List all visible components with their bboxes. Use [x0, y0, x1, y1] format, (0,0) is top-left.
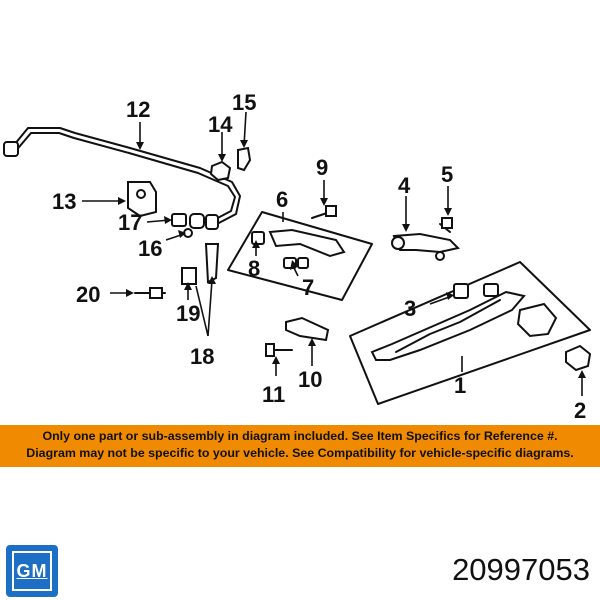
callout-12: 12 [126, 97, 150, 122]
callout-14: 14 [208, 112, 233, 137]
callout-17: 17 [118, 210, 142, 235]
bushing-17 [171, 213, 205, 238]
bolt-15 [237, 146, 252, 172]
part-number: 20997053 [452, 552, 590, 587]
bushing-2 [565, 344, 592, 372]
gm-logo-text: GM [16, 560, 48, 581]
disclaimer-line-1: Only one part or sub-assembly in diagram… [42, 429, 558, 443]
bolt-9 [311, 205, 337, 219]
bolt-20 [134, 287, 166, 299]
bracket-13 [127, 181, 157, 218]
callout-11: 11 [262, 382, 285, 407]
callout-13: 13 [52, 189, 76, 214]
stabilizer-bar [3, 127, 241, 230]
callout-16: 16 [138, 236, 162, 261]
bolt-11 [265, 343, 293, 357]
leader-lines [82, 111, 586, 396]
control-arm-4 [391, 232, 460, 261]
gm-logo-frame: GM [12, 551, 52, 591]
callout-1: 1 [454, 373, 466, 398]
disclaimer-banner: Only one part or sub-assembly in diagram… [0, 425, 600, 467]
callout-6: 6 [276, 187, 288, 212]
callout-labels: 1 2 3 4 5 6 7 8 9 10 11 12 13 14 15 16 1… [52, 90, 586, 423]
callout-20: 20 [76, 282, 100, 307]
callout-10: 10 [298, 367, 322, 392]
callout-4: 4 [398, 173, 411, 198]
detail-box-1 [349, 261, 591, 405]
nut-14 [209, 160, 232, 182]
gm-logo: GM [6, 545, 58, 597]
parts-diagram: 1 2 3 4 5 6 7 8 9 10 11 12 13 14 15 16 1… [3, 90, 592, 423]
callout-19: 19 [176, 301, 200, 326]
arm-10 [285, 316, 330, 342]
callout-2: 2 [574, 398, 586, 423]
bolt-5 [439, 217, 453, 233]
callout-8: 8 [248, 256, 260, 281]
callout-18: 18 [190, 344, 214, 369]
callout-9: 9 [316, 155, 328, 180]
callout-5: 5 [441, 162, 453, 187]
disclaimer-line-2: Diagram may not be specific to your vehi… [26, 446, 574, 460]
link-18 [181, 243, 220, 285]
callout-7: 7 [302, 275, 314, 300]
callout-15: 15 [232, 90, 256, 115]
callout-3: 3 [404, 296, 416, 321]
